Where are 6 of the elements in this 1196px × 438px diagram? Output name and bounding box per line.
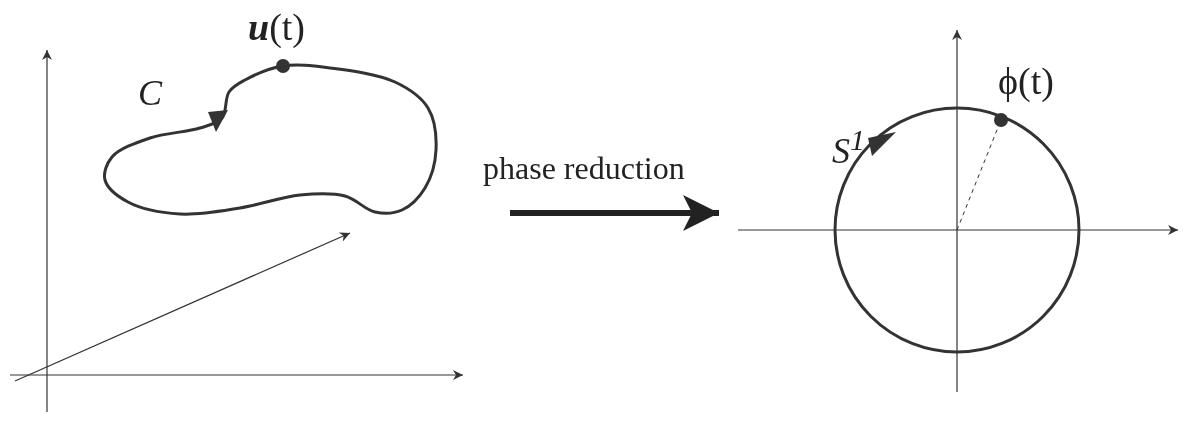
curve-label: C <box>138 75 162 111</box>
arrow <box>510 195 719 231</box>
circle-label: S$^{1}$ <box>832 125 865 169</box>
point-label: ϕ(t) <box>998 62 1054 100</box>
point-label: u(t) <box>248 8 305 46</box>
edge-label: phase reduction <box>483 152 685 184</box>
